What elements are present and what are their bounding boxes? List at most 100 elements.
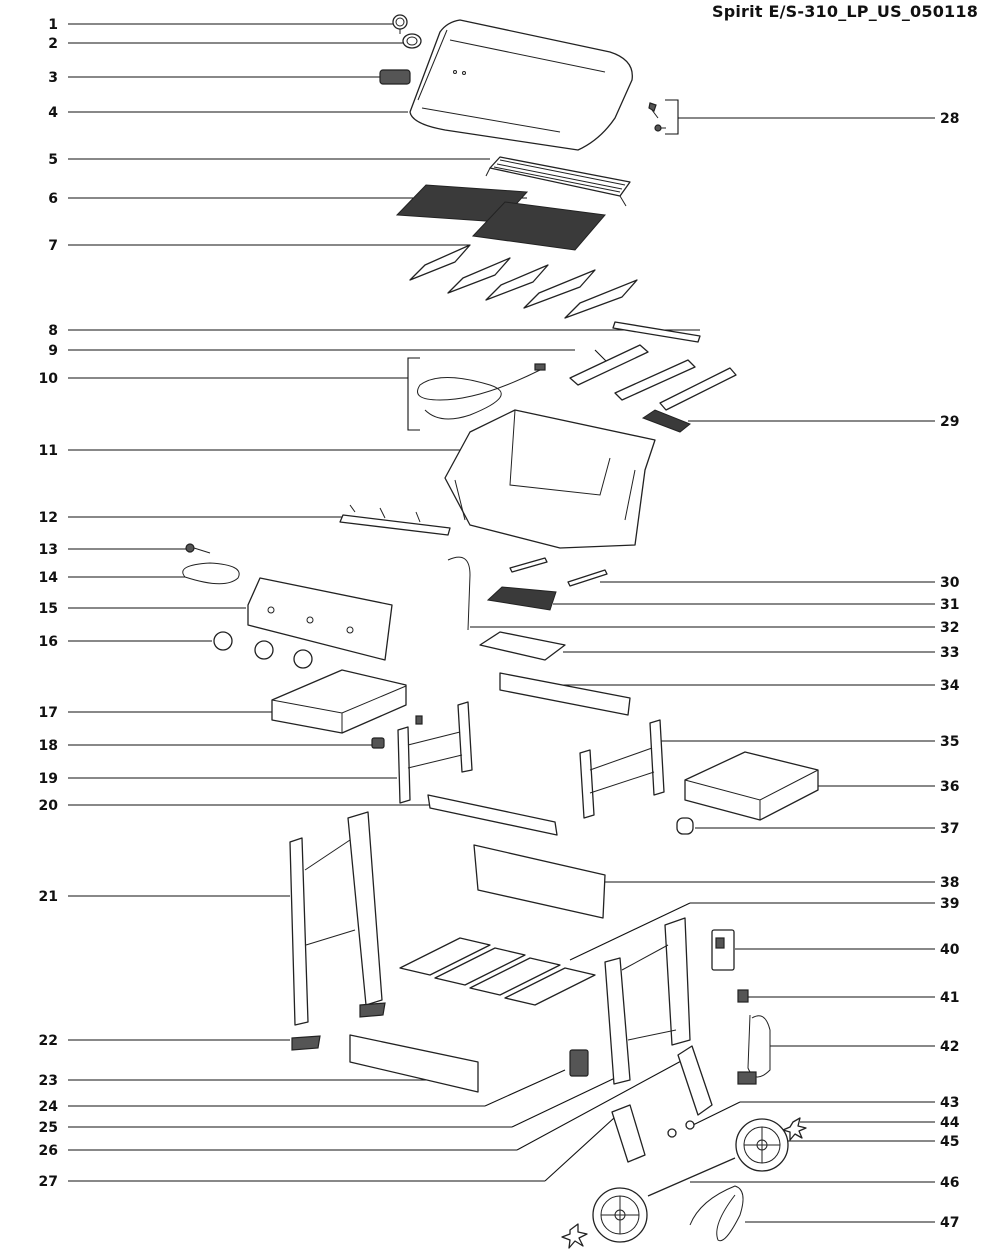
leader-lines-right	[470, 99, 935, 1223]
callout-11: 11	[39, 443, 58, 459]
part-axle	[647, 1157, 736, 1197]
callout-numbers-right: 28 29 30 31 32 33 34 35 36 37 38 39 40 4…	[940, 111, 960, 1231]
part-foot	[291, 1002, 386, 1051]
callout-26: 26	[39, 1143, 58, 1159]
callout-41: 41	[940, 990, 959, 1006]
callout-7: 7	[48, 238, 58, 254]
part-right-leg-frame	[604, 917, 691, 1085]
part-slide	[509, 557, 608, 587]
callout-18: 18	[39, 738, 58, 754]
callout-39: 39	[940, 896, 959, 912]
callout-38: 38	[940, 875, 959, 891]
part-hubcap-left	[561, 1223, 588, 1249]
part-rear-strip	[499, 672, 631, 716]
part-left-leg-frame	[289, 811, 383, 1026]
callout-27: 27	[39, 1174, 58, 1190]
part-bezel	[402, 33, 422, 49]
part-front-panel	[473, 844, 606, 919]
part-bottom-panel	[349, 1034, 479, 1093]
part-gas-hose	[447, 556, 471, 631]
part-control-knobs	[213, 631, 313, 669]
part-hairpin-clip	[689, 1185, 744, 1242]
callout-33: 33	[940, 645, 959, 661]
part-side-table-right	[684, 751, 819, 821]
part-crossover-tube	[612, 321, 701, 343]
part-clip	[371, 737, 385, 749]
part-shelf-slats	[399, 937, 596, 1006]
part-control-panel	[247, 577, 393, 661]
callout-32: 32	[940, 620, 959, 636]
part-screws	[648, 102, 666, 132]
part-left-frame	[397, 701, 473, 804]
callout-28: 28	[940, 111, 959, 127]
callout-19: 19	[39, 771, 58, 787]
part-fuel-gauge	[711, 929, 735, 971]
callout-42: 42	[940, 1039, 959, 1055]
callout-numbers-left: 1 2 3 4 5 6 7 8 9 10 11 12 13 14 15 16 1…	[39, 17, 59, 1190]
callout-3: 3	[48, 70, 58, 86]
callout-45: 45	[940, 1134, 959, 1150]
callout-20: 20	[39, 798, 59, 814]
part-igniter-wire	[182, 562, 240, 585]
part-igniter-module	[569, 1049, 589, 1077]
callout-43: 43	[940, 1095, 959, 1111]
part-wheel-right	[735, 1118, 789, 1172]
callout-37: 37	[940, 821, 959, 837]
callout-44: 44	[940, 1115, 960, 1131]
callout-6: 6	[48, 191, 58, 207]
part-igniter-button	[185, 543, 211, 554]
callout-23: 23	[39, 1073, 58, 1089]
part-manifold	[339, 504, 451, 536]
callout-2: 2	[48, 36, 58, 52]
callout-15: 15	[39, 601, 58, 617]
part-fitting	[737, 989, 749, 1003]
callout-40: 40	[940, 942, 960, 958]
callout-46: 46	[940, 1175, 959, 1191]
callout-21: 21	[39, 889, 58, 905]
part-cookbox	[444, 409, 656, 549]
callout-22: 22	[39, 1033, 58, 1049]
callout-8: 8	[48, 323, 58, 339]
callout-47: 47	[940, 1215, 959, 1231]
part-wheel-left	[592, 1187, 648, 1243]
part-lid	[409, 19, 633, 151]
part-flavorizer-bars	[409, 244, 638, 319]
callout-31: 31	[940, 597, 959, 613]
part-thermometer	[392, 14, 408, 34]
callout-16: 16	[39, 634, 58, 650]
callout-29: 29	[940, 414, 959, 430]
part-ignition-wire	[417, 363, 546, 420]
callout-35: 35	[940, 734, 959, 750]
callout-24: 24	[39, 1099, 59, 1115]
callout-5: 5	[48, 152, 58, 168]
part-heat-deflector	[641, 409, 691, 433]
part-leg-bracket	[677, 1045, 713, 1116]
leader-lines-left	[68, 23, 700, 1182]
part-regulator	[737, 1014, 771, 1085]
part-hubcap	[782, 1117, 807, 1141]
callout-14: 14	[39, 570, 59, 586]
part-drip-tray	[486, 586, 557, 611]
part-catch-pan	[479, 631, 566, 661]
callout-12: 12	[39, 510, 58, 526]
callout-36: 36	[940, 779, 959, 795]
part-cooking-grates	[395, 184, 606, 251]
diagram-title: Spirit E/S-310_LP_US_050118	[712, 2, 979, 21]
part-cap	[667, 1120, 695, 1138]
part-side-table-left	[271, 669, 407, 734]
part-tool-hook	[676, 817, 694, 835]
callout-25: 25	[39, 1120, 58, 1136]
callout-30: 30	[940, 575, 960, 591]
part-warming-rack	[485, 156, 631, 207]
callout-34: 34	[940, 678, 960, 694]
callout-1: 1	[48, 17, 58, 33]
callout-17: 17	[39, 705, 58, 721]
part-cross-brace	[427, 794, 558, 836]
callout-9: 9	[48, 343, 58, 359]
callout-4: 4	[48, 105, 58, 121]
part-burner-tubes	[569, 344, 737, 411]
callout-10: 10	[39, 371, 59, 387]
callout-13: 13	[39, 542, 58, 558]
part-right-frame	[579, 719, 665, 819]
